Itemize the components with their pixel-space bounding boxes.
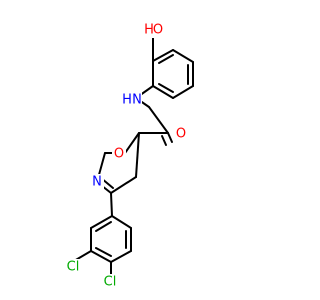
bond (152, 85, 174, 99)
bond (90, 250, 112, 263)
bond-double-inner (95, 247, 112, 257)
atom-label: Cl (67, 260, 80, 275)
bond (110, 192, 113, 217)
bond (167, 132, 173, 143)
bond (161, 135, 167, 146)
atom-labels: H O H N O O N Cl Cl (63, 22, 188, 290)
atom-label: O (176, 127, 186, 142)
bond (110, 250, 132, 263)
atom-label: Cl (104, 275, 117, 290)
atom-label: O (153, 23, 163, 38)
bond (148, 106, 169, 134)
bond (110, 176, 137, 194)
atom-label: N (92, 175, 102, 190)
bond-double-inner (158, 83, 174, 93)
bond-double-inner (158, 54, 174, 64)
atom-label: N (132, 93, 142, 108)
atom-label: H (122, 93, 132, 108)
bond (124, 132, 140, 154)
bond (172, 49, 194, 63)
molecule-structure-diagram: H O H N O O N Cl Cl (63, 22, 194, 290)
atom-label: H (144, 23, 154, 38)
bond-double-inner (95, 221, 112, 232)
bond (135, 132, 140, 178)
bond (152, 49, 174, 62)
bond (111, 215, 132, 229)
atom-label: O (114, 147, 124, 162)
bonds (73, 35, 194, 277)
bond (172, 85, 194, 99)
bond (90, 215, 113, 229)
